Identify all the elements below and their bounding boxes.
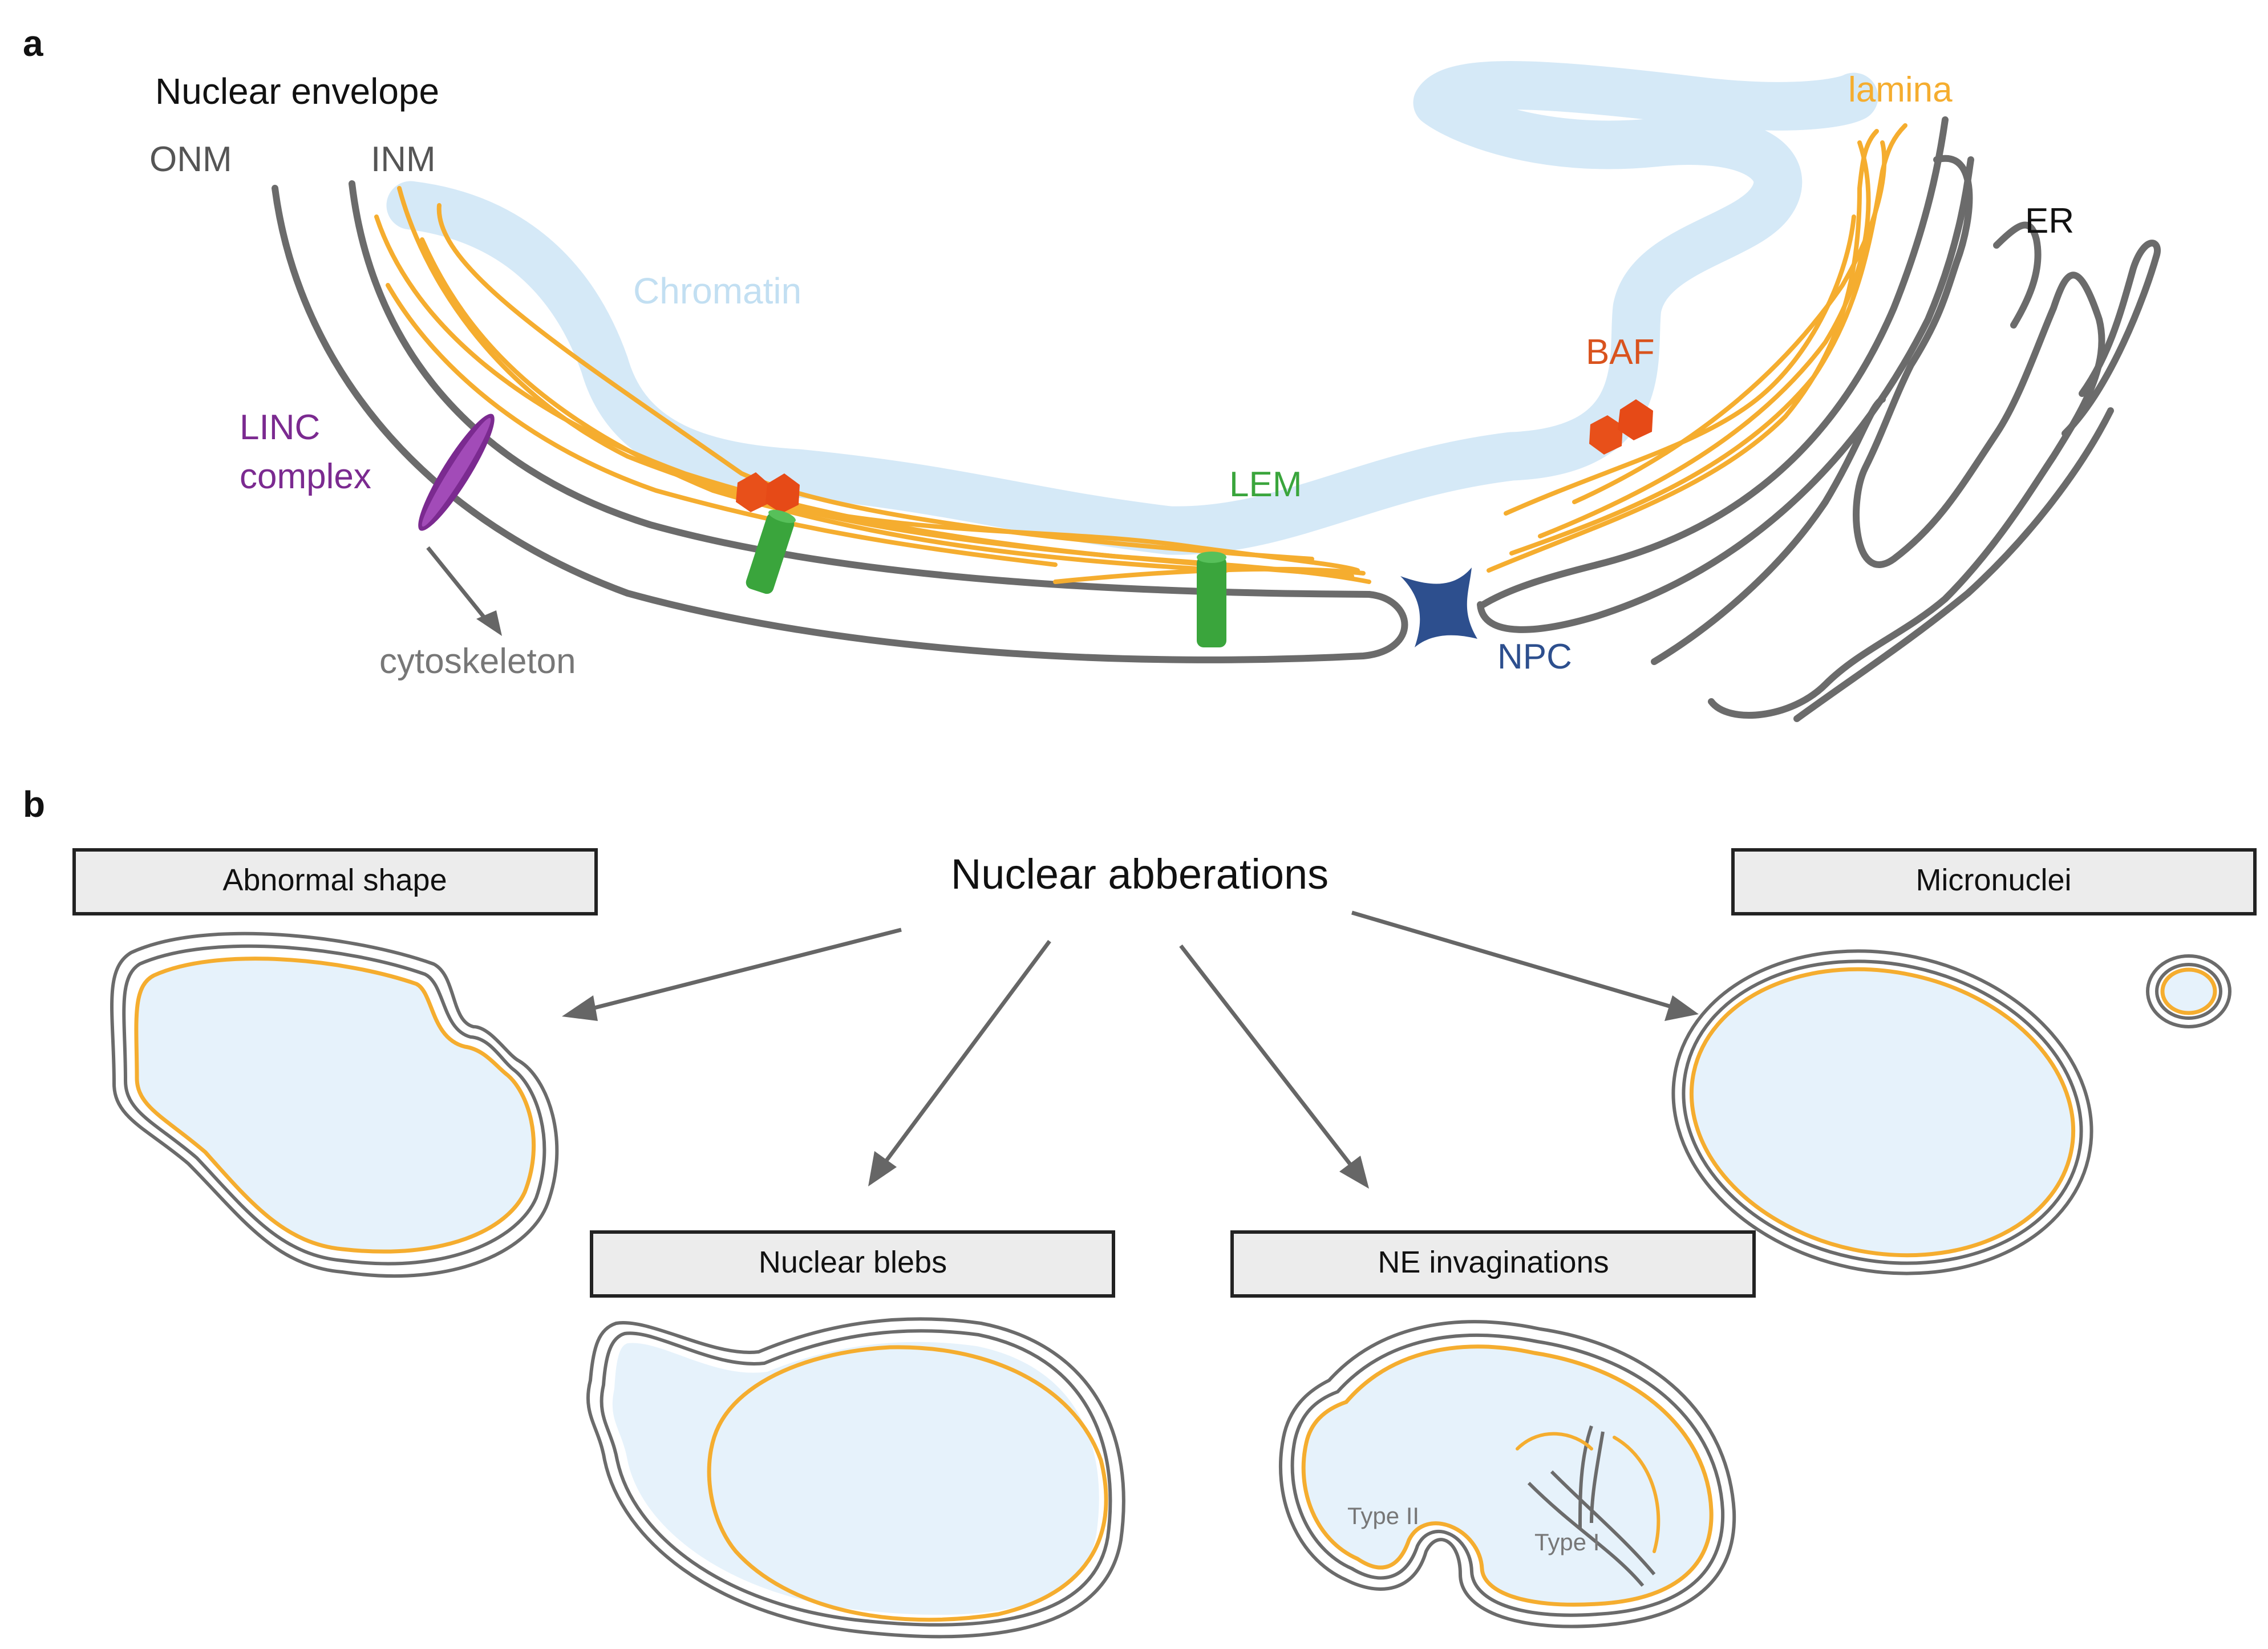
arrowhead-nuclear-blebs bbox=[868, 1151, 897, 1186]
abnormal-shape-nucleus bbox=[110, 931, 559, 1278]
micronuclei-nucleus bbox=[1671, 949, 2231, 1275]
type-i-label: Type I bbox=[1534, 1529, 1599, 1555]
linc-label-line2: complex bbox=[240, 457, 371, 496]
endoplasmic-reticulum bbox=[1708, 155, 2105, 719]
abnormal-shape-label: Abnormal shape bbox=[222, 863, 447, 897]
cytoskeleton-label: cytoskeleton bbox=[379, 642, 576, 681]
aberration-arrows bbox=[562, 910, 1699, 1189]
nuclear-blebs-nucleus bbox=[586, 1317, 1125, 1639]
ne-invaginations-nucleus bbox=[1278, 1320, 1736, 1628]
lem-protein-right bbox=[1197, 552, 1226, 647]
micronuclei-label: Micronuclei bbox=[1915, 863, 2071, 897]
baf-label: BAF bbox=[1586, 333, 1655, 372]
lem-label: LEM bbox=[1229, 465, 1302, 504]
micronuclei-box bbox=[1731, 848, 2257, 915]
inm-label: INM bbox=[371, 140, 436, 179]
panel-b: b Nuclear abberations Abnormal shape Mic… bbox=[23, 784, 2257, 1639]
onm-label: ONM bbox=[149, 140, 232, 179]
abnormal-shape-box bbox=[72, 848, 598, 915]
outer-nuclear-membrane bbox=[272, 185, 1408, 663]
chromatin-label: Chromatin bbox=[633, 270, 801, 311]
arrow-to-micronuclei bbox=[1351, 910, 1672, 1009]
cytoskeleton-arrowhead bbox=[476, 610, 502, 636]
panel-a: a Nuclear envelope ONM INM Chromatin ER bbox=[23, 23, 2161, 722]
cytoskeleton-arrow bbox=[426, 546, 489, 623]
nuclear-membrane-right-outer bbox=[1477, 156, 1974, 633]
ne-invaginations-label: NE invaginations bbox=[1378, 1245, 1609, 1279]
arrow-to-abnormal-shape bbox=[587, 927, 902, 1012]
lem-protein-left bbox=[746, 509, 796, 594]
nuclear-aberrations-label: Nuclear abberations bbox=[951, 850, 1329, 898]
ne-invaginations-box bbox=[1230, 1230, 1756, 1298]
nuclear-membrane-right bbox=[1480, 116, 1949, 608]
lamina-label: lamina bbox=[1848, 70, 1953, 110]
inner-nuclear-membrane bbox=[349, 180, 1372, 598]
lamina-network bbox=[374, 123, 1907, 584]
nuclear-envelope-title: Nuclear envelope bbox=[155, 71, 439, 112]
er-label: ER bbox=[2025, 201, 2074, 241]
arrow-to-ne-invaginations bbox=[1179, 944, 1354, 1168]
nuclear-blebs-box bbox=[590, 1230, 1115, 1298]
panel-a-letter: a bbox=[23, 23, 43, 64]
baf-protein-left bbox=[736, 472, 800, 513]
linc-complex bbox=[418, 414, 495, 531]
arrow-to-nuclear-blebs bbox=[882, 939, 1051, 1165]
baf-protein-right bbox=[1589, 399, 1653, 455]
nuclear-blebs-label: Nuclear blebs bbox=[759, 1245, 947, 1279]
er-tubule-lower bbox=[1651, 221, 2161, 722]
nuclear-pore-complex bbox=[1400, 568, 1477, 647]
arrowhead-micronuclei bbox=[1664, 995, 1699, 1021]
arrowhead-ne-invaginations bbox=[1339, 1156, 1369, 1189]
type-ii-label: Type II bbox=[1347, 1502, 1419, 1529]
linc-label-line1: LINC bbox=[240, 408, 320, 447]
npc-label: NPC bbox=[1497, 637, 1572, 676]
panel-b-letter: b bbox=[23, 784, 45, 825]
chromatin-strand bbox=[386, 61, 1878, 555]
arrowhead-abnormal-shape bbox=[562, 995, 598, 1021]
